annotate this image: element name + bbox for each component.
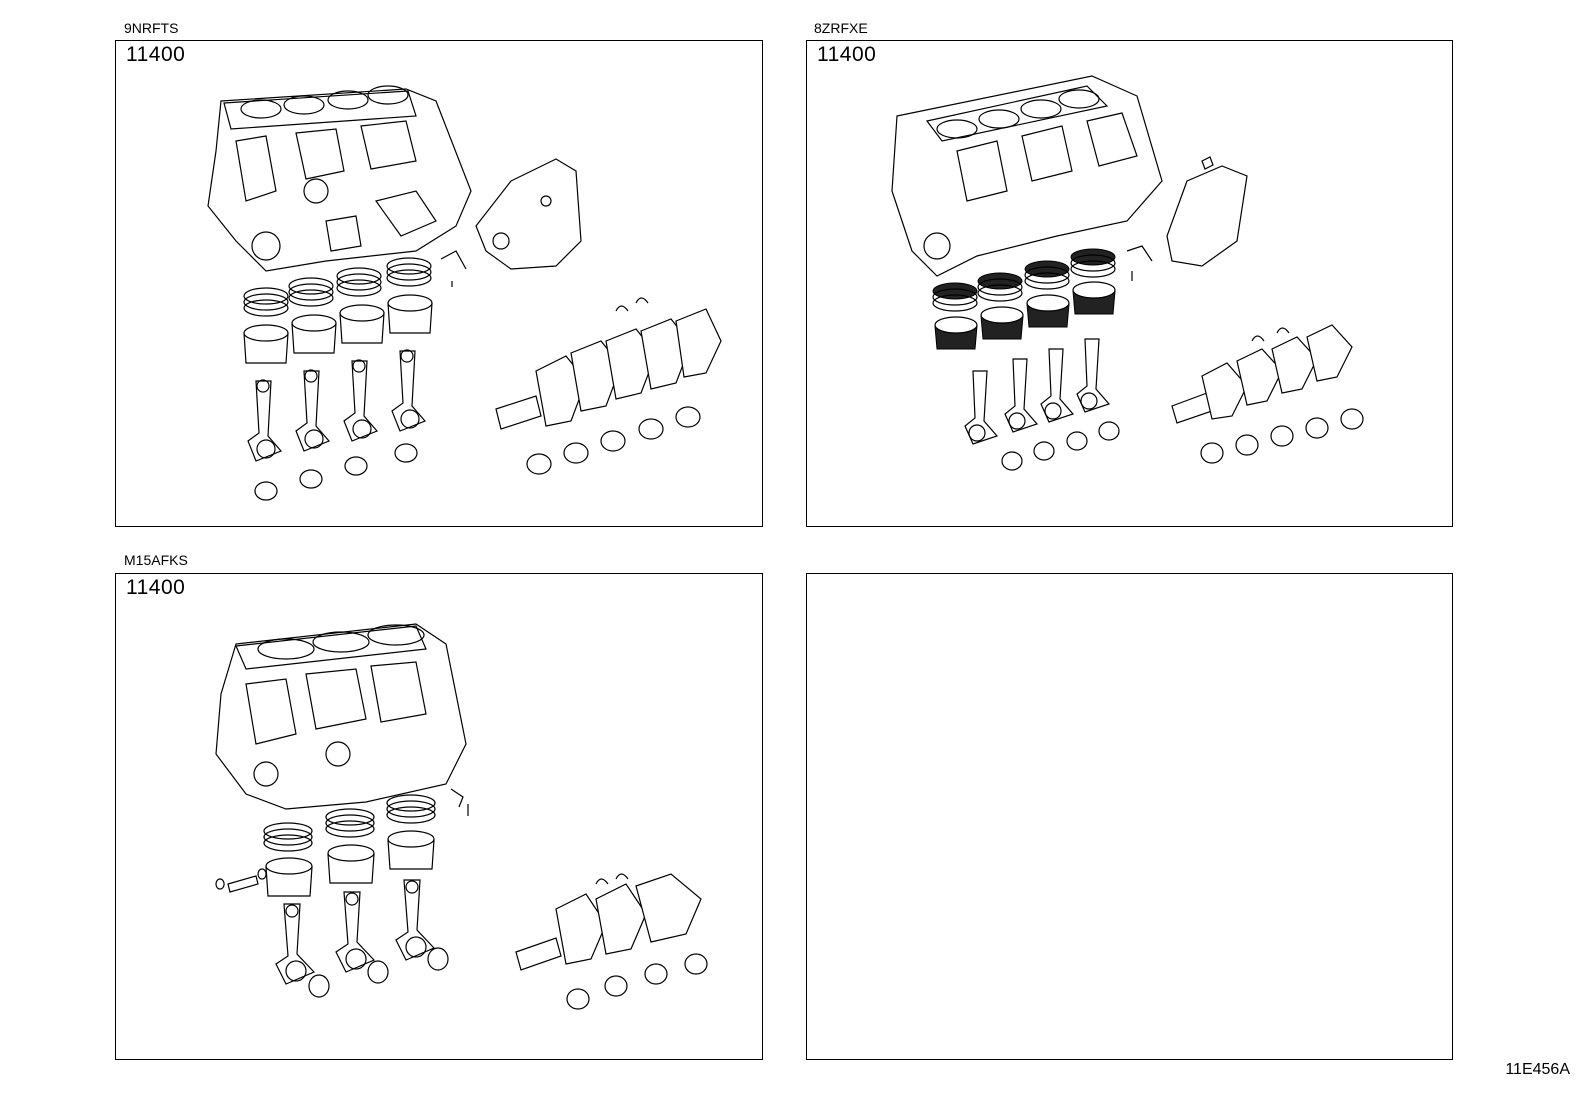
oil-pump-cover-icon <box>1126 156 1248 281</box>
crankshaft-icon <box>1171 324 1353 424</box>
cylinder-block-icon <box>891 75 1163 277</box>
connecting-rod-icon <box>275 879 436 985</box>
bearing-icon <box>254 406 701 501</box>
engine-code-label: 8ZRFXE <box>814 20 868 36</box>
oil-pump-cover-icon <box>440 158 582 287</box>
diagram-panel-9nrfts[interactable]: 11400 <box>115 40 763 527</box>
piston-icon <box>215 830 435 897</box>
piston-icon <box>243 294 433 364</box>
piston-ring-set-icon <box>243 257 432 317</box>
engine-block-assembly-illustration <box>891 75 1364 471</box>
connecting-rod-icon <box>247 349 427 462</box>
piston-icon <box>934 281 1116 350</box>
engine-code-label: 9NRFTS <box>124 20 179 36</box>
part-number: 11400 <box>126 576 186 599</box>
engine-block-assembly-illustration <box>215 623 708 1010</box>
piston-ring-set-icon <box>932 248 1116 312</box>
figure-code: 11E456A <box>1505 1061 1570 1078</box>
piston-ring-set-icon <box>263 794 436 852</box>
crankshaft-icon <box>515 873 702 971</box>
part-number: 11400 <box>817 43 877 66</box>
bearing-icon <box>1001 408 1364 471</box>
cylinder-block-icon <box>215 623 469 816</box>
diagram-panel-8zrfxe[interactable]: 11400 <box>806 40 1453 527</box>
engine-code-label: M15AFKS <box>124 552 188 568</box>
part-number: 11400 <box>126 43 186 66</box>
connecting-rod-icon <box>964 338 1111 445</box>
crankshaft-icon <box>495 297 722 430</box>
engine-block-assembly-illustration <box>207 85 722 501</box>
diagram-panel-empty <box>806 573 1453 1060</box>
diagram-panel-m15afks[interactable]: 11400 <box>115 573 763 1060</box>
cylinder-block-icon <box>207 85 472 272</box>
bearing-icon <box>308 947 708 1010</box>
